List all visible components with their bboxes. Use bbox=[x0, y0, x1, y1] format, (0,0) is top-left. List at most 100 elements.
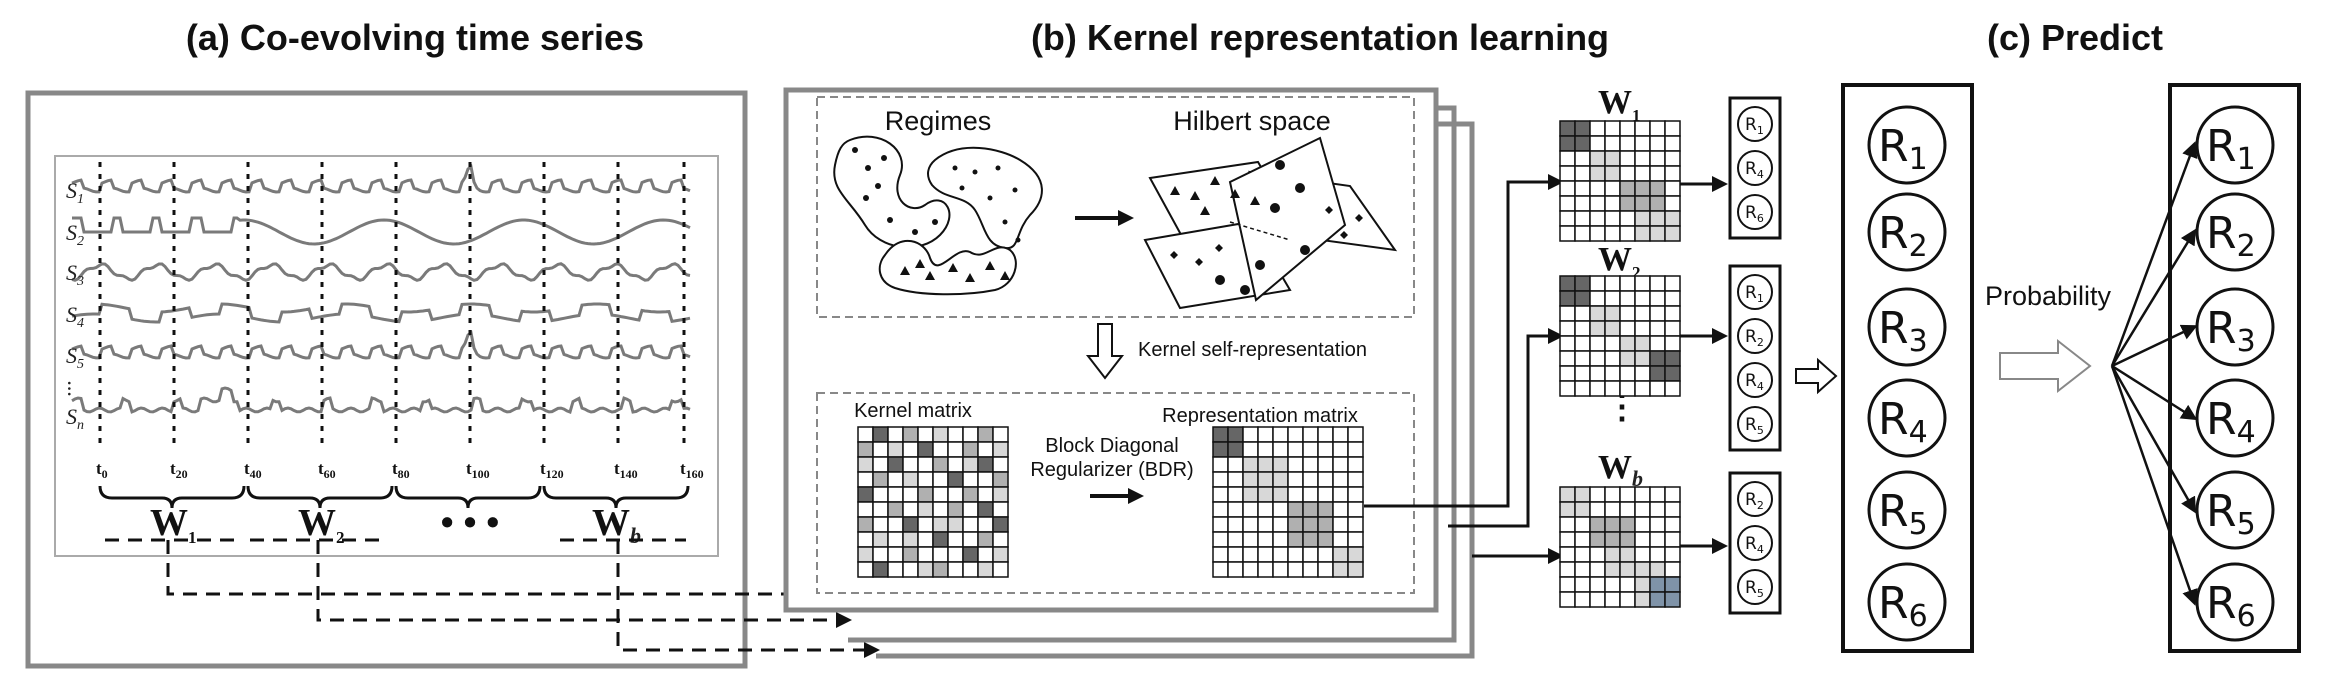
kernel-matrix-cell bbox=[947, 471, 964, 488]
rep-matrix-cell bbox=[1227, 456, 1244, 473]
matrix-w2-cell bbox=[1574, 380, 1591, 397]
matrix-w2-cell bbox=[1649, 365, 1666, 382]
matrix-w1-cell bbox=[1559, 135, 1576, 152]
matrix-w1-cell bbox=[1574, 135, 1591, 152]
kernel-matrix-cell bbox=[872, 441, 889, 458]
kernel-matrix-cell bbox=[857, 561, 874, 578]
kernel-matrix-cell bbox=[977, 531, 994, 548]
matrix-wb-cell bbox=[1589, 546, 1606, 563]
matrix-wb-cell bbox=[1604, 486, 1621, 503]
prediction-label: R6 bbox=[2206, 578, 2256, 634]
matrix-connectors bbox=[1364, 174, 1564, 564]
matrix-wb-cell bbox=[1634, 501, 1651, 518]
fan-arrow bbox=[2110, 228, 2197, 367]
series-line bbox=[71, 302, 691, 324]
window-label-dots: • • • bbox=[441, 502, 500, 544]
kernel-matrix-cell bbox=[947, 456, 964, 473]
matrix-wb-cell bbox=[1634, 591, 1651, 608]
rep-matrix-cell bbox=[1302, 486, 1319, 503]
time-tick-label: t60 bbox=[318, 459, 336, 481]
matrix-w2-cell bbox=[1619, 275, 1636, 292]
matrix-wb-cell bbox=[1664, 531, 1681, 548]
regime-list-circle bbox=[1737, 274, 1773, 310]
matrix-w2-cell bbox=[1604, 350, 1621, 367]
kernel-matrix-cell bbox=[932, 456, 949, 473]
regime-list-circle bbox=[1737, 318, 1773, 354]
fan-arrow bbox=[2111, 324, 2198, 368]
kernel-matrix-cell bbox=[872, 546, 889, 563]
matrix-wb-cell bbox=[1649, 591, 1666, 608]
matrix-w2-cell bbox=[1589, 335, 1606, 352]
kernel-matrix-cell bbox=[872, 486, 889, 503]
rep-matrix-cell bbox=[1272, 441, 1289, 458]
regime-list-circle bbox=[1737, 481, 1773, 517]
matrix-w1-cell bbox=[1574, 120, 1591, 137]
rep-matrix-cell bbox=[1347, 456, 1364, 473]
matrix-wb-cell bbox=[1604, 501, 1621, 518]
regime-circle bbox=[1867, 287, 1947, 367]
rep-matrix-cell bbox=[1212, 531, 1229, 548]
rep-matrix-cell bbox=[1212, 441, 1229, 458]
matrix-w2-cell bbox=[1664, 335, 1681, 352]
kernel-matrix-cell bbox=[962, 531, 979, 548]
rep-matrix-cell bbox=[1272, 471, 1289, 488]
rep-matrix-cell bbox=[1332, 441, 1349, 458]
kernel-matrix-cell bbox=[977, 516, 994, 533]
fan-arrow bbox=[2110, 365, 2196, 514]
matrix-w2-cell bbox=[1619, 380, 1636, 397]
matrix-wb-cell bbox=[1589, 591, 1606, 608]
rep-matrix-cell bbox=[1287, 516, 1304, 533]
matrix-wb-cell bbox=[1574, 561, 1591, 578]
rep-matrix-cell bbox=[1242, 531, 1259, 548]
kernel-matrix-cell bbox=[857, 546, 874, 563]
matrix-wb-cell bbox=[1574, 516, 1591, 533]
rep-matrix-cell bbox=[1272, 426, 1289, 443]
rep-matrix-cell bbox=[1272, 456, 1289, 473]
matrix-w1-cell bbox=[1649, 120, 1666, 137]
probability-arrow bbox=[1999, 338, 2092, 394]
matrix-w1 bbox=[1559, 120, 1681, 242]
kernel-matrix-cell bbox=[917, 531, 934, 548]
kernel-matrix-cell bbox=[917, 516, 934, 533]
matrix-w1-cell bbox=[1664, 165, 1681, 182]
matrix-w1-cell bbox=[1664, 150, 1681, 167]
rep-matrix-cell bbox=[1257, 561, 1274, 578]
matrix-w1-cell bbox=[1574, 180, 1591, 197]
kernel-matrix-cell bbox=[857, 456, 874, 473]
matrix-label-w2: W2 bbox=[1598, 241, 1641, 282]
matrix-w1-cell bbox=[1649, 210, 1666, 227]
series-line bbox=[71, 330, 691, 360]
kernel-matrix-cell bbox=[872, 561, 889, 578]
regime-list-label: R5 bbox=[1745, 578, 1764, 600]
kernel-matrix-cell bbox=[977, 471, 994, 488]
prediction-circle bbox=[2195, 192, 2275, 272]
kernel-matrix-cell bbox=[917, 546, 934, 563]
matrix-w1-cell bbox=[1664, 210, 1681, 227]
matrix-wb-cell bbox=[1574, 576, 1591, 593]
matrix-w1-cell bbox=[1559, 165, 1576, 182]
prediction-label: R1 bbox=[2206, 121, 2256, 177]
matrix-wb-cell bbox=[1604, 576, 1621, 593]
matrix-w2-cell bbox=[1649, 380, 1666, 397]
dash-arrow-wb bbox=[616, 540, 880, 658]
window-brace bbox=[246, 485, 394, 509]
hilbert-planes bbox=[1143, 136, 1398, 310]
rep-matrix-cell bbox=[1287, 501, 1304, 518]
matrix-w1-cell bbox=[1634, 225, 1651, 242]
matrix-wb-cell bbox=[1604, 561, 1621, 578]
matrix-w2 bbox=[1559, 275, 1681, 397]
kernel-matrix-cell bbox=[857, 501, 874, 518]
kernel-matrix-cell bbox=[947, 546, 964, 563]
rep-matrix-cell bbox=[1272, 501, 1289, 518]
matrix-wb-cell bbox=[1574, 486, 1591, 503]
matrix-w1-cell bbox=[1664, 180, 1681, 197]
kernel-matrix-cell bbox=[992, 531, 1009, 548]
window-brace bbox=[98, 485, 246, 509]
rep-matrix-cell bbox=[1242, 441, 1259, 458]
matrix-w2-cell bbox=[1604, 380, 1621, 397]
prediction-label: R3 bbox=[2206, 303, 2256, 359]
rep-matrix-cell bbox=[1332, 531, 1349, 548]
kernel-matrix-cell bbox=[887, 471, 904, 488]
rep-matrix-cell bbox=[1302, 456, 1319, 473]
